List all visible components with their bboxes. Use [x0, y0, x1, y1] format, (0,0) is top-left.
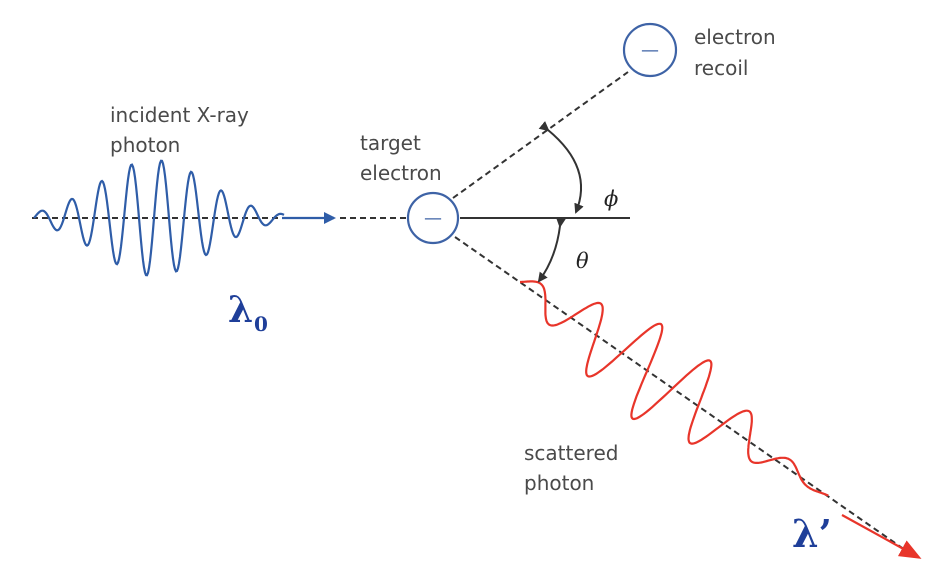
- phi-symbol: ϕ: [604, 187, 618, 211]
- incident-wave: [33, 159, 285, 277]
- scattered-arrow: [841, 514, 922, 559]
- scattered-label-line1: scattered: [524, 441, 618, 465]
- scattered-wave: [520, 280, 829, 497]
- recoil-label-line2: recoil: [694, 56, 748, 80]
- phi-angle-arc: [538, 121, 584, 214]
- lambda-zero-label: λ 0: [228, 289, 268, 336]
- target-electron-charge: —: [424, 208, 442, 229]
- scattered-label-line2: photon: [524, 471, 594, 495]
- scattered-path: [454, 236, 909, 553]
- recoil-electron: —: [622, 22, 678, 78]
- incident-label-line2: photon: [110, 133, 180, 157]
- incident-label-line1: incident X-ray: [110, 103, 249, 127]
- lambda-zero-symbol: λ: [228, 289, 253, 331]
- theta-angle-arc: [537, 217, 566, 283]
- recoil-path: [452, 71, 629, 199]
- target-electron: —: [406, 191, 460, 245]
- lambda-prime-label: λ’: [792, 511, 832, 556]
- recoil-label-line1: electron: [694, 25, 776, 49]
- lambda-zero-subscript: 0: [254, 312, 268, 336]
- recoil-electron-charge: —: [641, 40, 659, 61]
- theta-symbol: θ: [576, 249, 589, 273]
- target-label-line1: target: [360, 131, 421, 155]
- target-label-line2: electron: [360, 161, 442, 185]
